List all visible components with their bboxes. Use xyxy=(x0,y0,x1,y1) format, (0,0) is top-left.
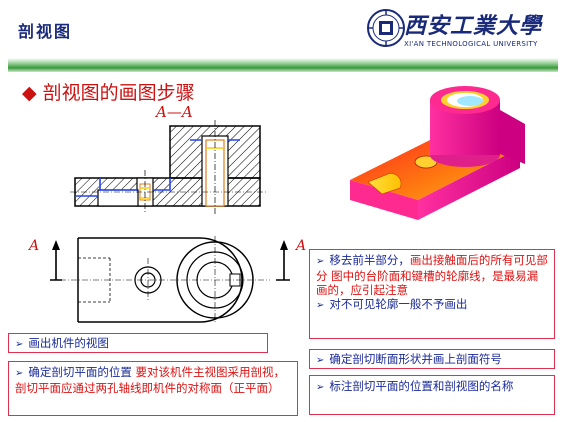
university-name-en: XI'AN TECHNOLOGICAL UNIVERSITY xyxy=(404,40,538,48)
top-view xyxy=(50,236,290,324)
section-title-text: 剖视图的画图步骤 xyxy=(42,82,195,104)
arrow-bullet-icon: ➢ xyxy=(316,256,325,267)
university-seal-icon xyxy=(367,9,405,47)
step4-box: ➢确定剖切断面形状并画上剖面符号 xyxy=(309,349,555,369)
front-section-view xyxy=(70,120,266,214)
arrow-bullet-icon: ➢ xyxy=(316,355,325,366)
part-3d-model xyxy=(350,86,525,220)
step3-box: ➢移去前半部分，画出接触面后的所有可见部分 图中的台阶面和键槽的轮廓线，是最易漏… xyxy=(309,249,555,339)
step3-line: ➢移去前半部分，画出接触面后的所有可见部分 图中的台阶面和键槽的轮廓线，是最易漏… xyxy=(316,253,548,297)
cut-mark-right: A xyxy=(296,238,307,254)
technical-drawing xyxy=(50,120,290,324)
section-title: ◆剖视图的画图步骤 xyxy=(22,78,195,105)
arrow-bullet-icon: ➢ xyxy=(316,382,325,393)
section-view-label: A—A xyxy=(156,103,193,121)
arrow-bullet-icon: ➢ xyxy=(15,368,24,379)
university-logo xyxy=(366,6,556,54)
step2-box: ➢确定剖切平面的位置 要对该机件主视图采用剖视，剖切平面应通过两孔轴线即机件的对… xyxy=(8,361,298,416)
university-name: 西安工業大學 xyxy=(404,13,543,39)
header-divider-bar xyxy=(8,58,558,72)
cut-mark-left: A xyxy=(29,238,40,254)
step5-box: ➢标注剖切平面的位置和剖视图的名称 xyxy=(309,375,555,415)
page-title: 剖视图 xyxy=(18,22,73,41)
step1-box: ➢画出机件的视图 xyxy=(8,333,268,353)
arrow-bullet-icon: ➢ xyxy=(316,300,325,311)
step3-line-2: ➢对不可见轮廓一般不予画出 xyxy=(316,297,468,311)
arrow-bullet-icon: ➢ xyxy=(15,339,24,350)
diamond-bullet-icon: ◆ xyxy=(22,82,37,104)
